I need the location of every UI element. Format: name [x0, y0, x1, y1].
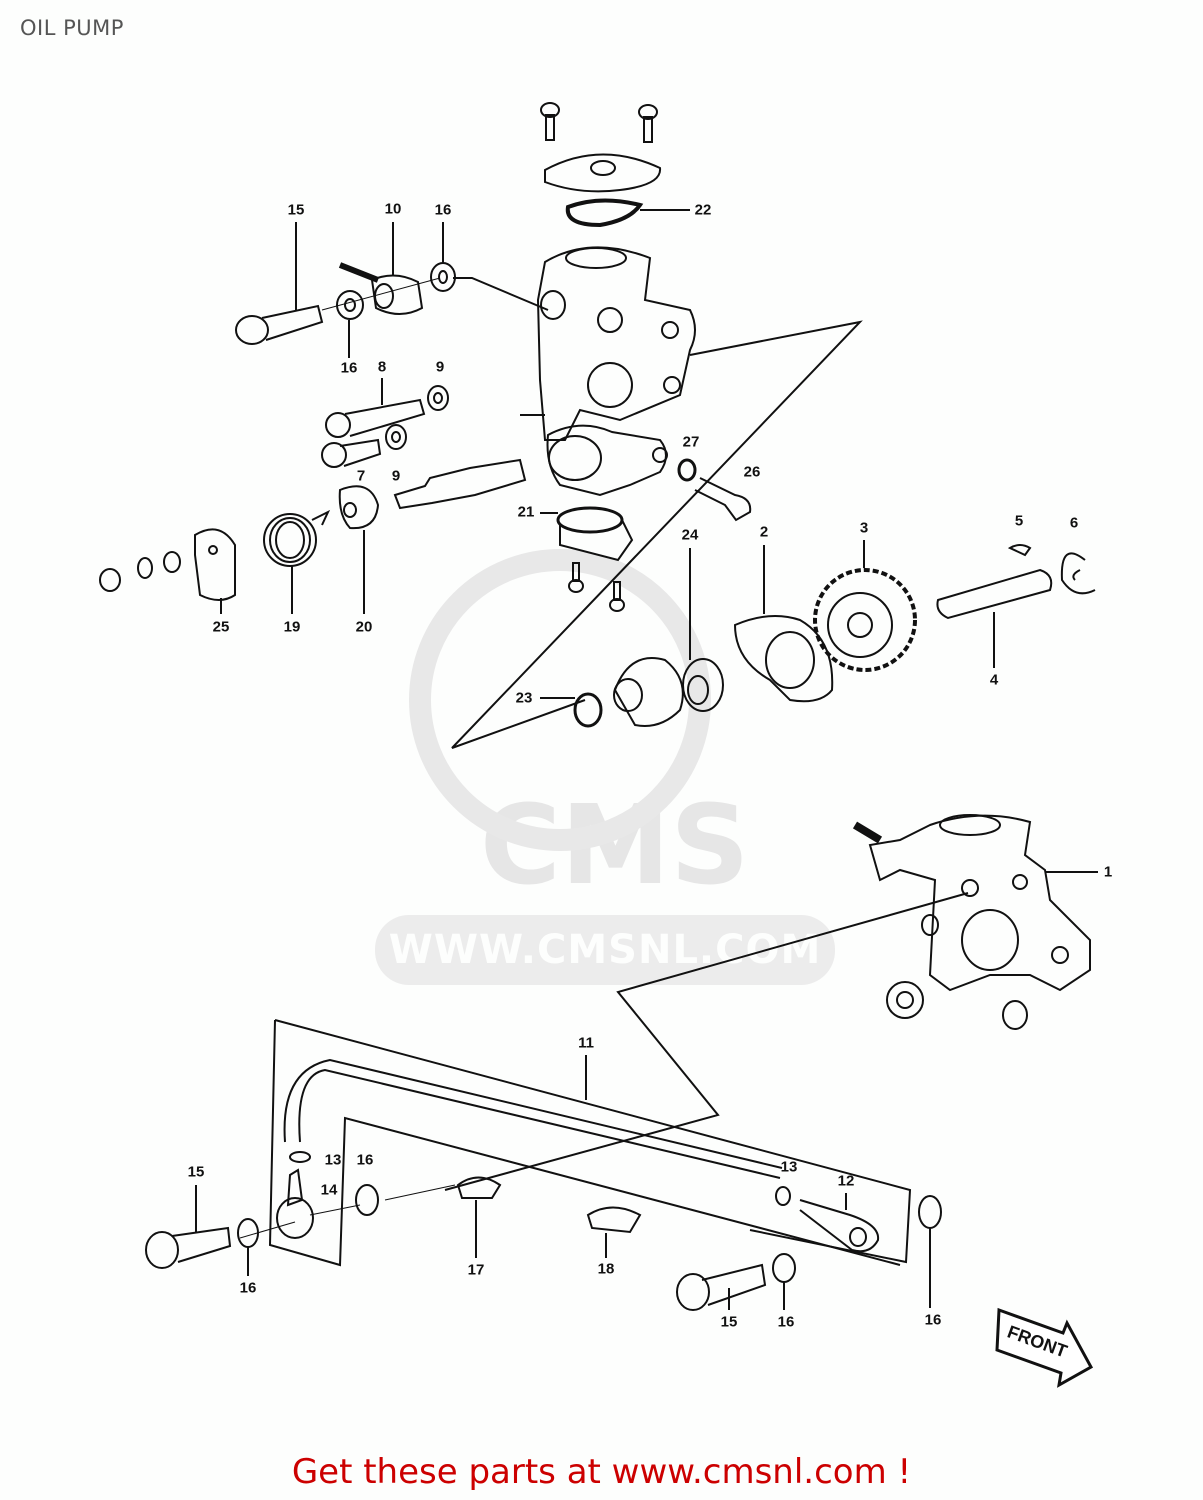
callout-9: 9: [435, 358, 445, 376]
callout-23: 23: [515, 689, 533, 707]
callout-6: 6: [1069, 514, 1079, 532]
callout-26: 26: [743, 463, 761, 481]
bolt-15-top-icon: [235, 304, 324, 345]
callout-15: 15: [720, 1313, 738, 1331]
top-screw-left-icon: [540, 102, 560, 141]
callout-16: 16: [356, 1151, 374, 1169]
callout-19: 19: [283, 618, 301, 636]
callout-5: 5: [1014, 512, 1024, 530]
front-arrow-icon: FRONT: [995, 1307, 1094, 1388]
callout-18: 18: [597, 1260, 615, 1278]
callout-16: 16: [924, 1311, 942, 1329]
callout-9: 9: [391, 467, 401, 485]
callout-21: 21: [517, 503, 535, 521]
callout-22: 22: [694, 201, 712, 219]
callout-15: 15: [287, 201, 305, 219]
callout-16: 16: [340, 359, 358, 377]
callout-8: 8: [377, 358, 387, 376]
cmsnl-link[interactable]: Get these parts at www.cmsnl.com !: [291, 1452, 912, 1492]
callout-27: 27: [682, 433, 700, 451]
callout-11: 11: [578, 1034, 594, 1052]
callout-13: 13: [324, 1151, 342, 1169]
page-title: OIL PUMP: [20, 16, 124, 40]
top-screw-right-icon: [638, 104, 658, 143]
watermark-url: WWW.CMSNL.COM: [375, 915, 835, 985]
assembled-pump-icon: [852, 814, 1098, 1030]
callout-13: 13: [780, 1158, 798, 1176]
callout-1: 1: [1103, 863, 1113, 881]
callout-12: 12: [837, 1172, 855, 1190]
callout-7: 7: [356, 467, 366, 485]
callout-2: 2: [759, 523, 769, 541]
callout-16: 16: [239, 1279, 257, 1297]
callout-3: 3: [859, 519, 869, 537]
callout-24: 24: [681, 526, 699, 544]
callout-15: 15: [187, 1163, 205, 1181]
callout-20: 20: [355, 618, 373, 636]
callout-17: 17: [467, 1261, 485, 1279]
callout-25: 25: [212, 618, 230, 636]
callout-10: 10: [384, 200, 402, 218]
callout-16: 16: [434, 201, 452, 219]
callout-14: 14: [320, 1181, 338, 1199]
callout-4: 4: [989, 671, 999, 689]
callout-16: 16: [777, 1313, 795, 1331]
